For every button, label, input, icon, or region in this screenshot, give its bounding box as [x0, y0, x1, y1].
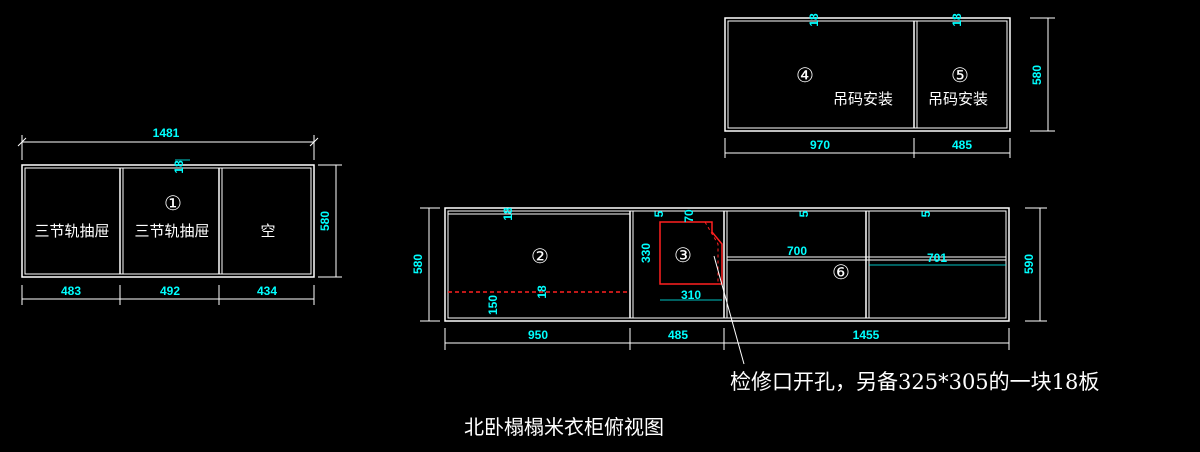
- unit-number-1: ①: [164, 191, 182, 215]
- dim-upper-width-2: 485: [952, 138, 972, 152]
- upper-label-2: 吊码安装: [928, 90, 988, 108]
- dim-total-width: 1481: [153, 126, 180, 140]
- main-unit-outline: [444, 207, 1010, 322]
- dim-left-width-2: 492: [160, 284, 180, 298]
- dim-upper-width-1: 970: [810, 138, 830, 152]
- upper-unit: 18 18 ④ ⑤ 吊码安装 吊码安装 580 970 485: [724, 13, 1055, 158]
- dim-18-b: 18: [535, 285, 549, 299]
- unit-number-2: ②: [531, 244, 549, 268]
- dim-main-height-left: 580: [411, 254, 425, 274]
- dim-310: 310: [681, 288, 701, 302]
- dim-18-a: 18: [501, 207, 515, 221]
- dim-700: 700: [787, 244, 807, 258]
- dim-5-b: 5: [797, 210, 811, 217]
- left-label-3: 空: [260, 222, 275, 240]
- dim-5-a: 5: [652, 210, 666, 217]
- dim-upper-thick-2: 18: [950, 13, 964, 27]
- dim-main-width-1: 950: [528, 328, 548, 342]
- dim-main-width-3: 1455: [853, 328, 880, 342]
- dim-left-width-1: 483: [61, 284, 81, 298]
- left-unit: 1481 18 580 483 492 434 ① 三节轨抽屉 三节轨抽屉 空: [17, 126, 342, 305]
- dim-upper-thick-1: 18: [807, 13, 821, 27]
- main-unit: 580 590 950 485 1455 ② ③ ⑥ 18 18 150 330…: [411, 207, 1047, 365]
- left-label-2: 三节轨抽屉: [134, 222, 209, 240]
- note-access-hole: 检修口开孔，另备325*305的一块18板: [730, 370, 1099, 394]
- dim-150: 150: [486, 295, 500, 315]
- unit-number-5: ⑤: [951, 63, 969, 87]
- dim-5-c: 5: [919, 210, 933, 217]
- dim-main-height-right: 590: [1022, 254, 1036, 274]
- dim-left-width-3: 434: [257, 284, 277, 298]
- upper-unit-outline: [724, 17, 1011, 132]
- leader-line: [713, 255, 745, 365]
- dim-330: 330: [639, 243, 653, 263]
- left-unit-outline: [21, 164, 315, 278]
- dim-left-height: 580: [318, 211, 332, 231]
- dim-main-width-2: 485: [668, 328, 688, 342]
- dim-70: 70: [682, 209, 696, 223]
- access-hole-outline: [659, 221, 723, 285]
- dim-701: 701: [927, 251, 947, 265]
- drawing-title: 北卧榻榻米衣柜俯视图: [464, 415, 664, 439]
- unit-number-3: ③: [674, 243, 692, 267]
- left-label-1: 三节轨抽屉: [34, 222, 109, 240]
- unit-number-4: ④: [796, 63, 814, 87]
- dim-thickness-18: 18: [172, 160, 186, 174]
- upper-label-1: 吊码安装: [833, 90, 893, 108]
- dim-upper-height: 580: [1030, 65, 1044, 85]
- unit-number-6: ⑥: [832, 260, 850, 284]
